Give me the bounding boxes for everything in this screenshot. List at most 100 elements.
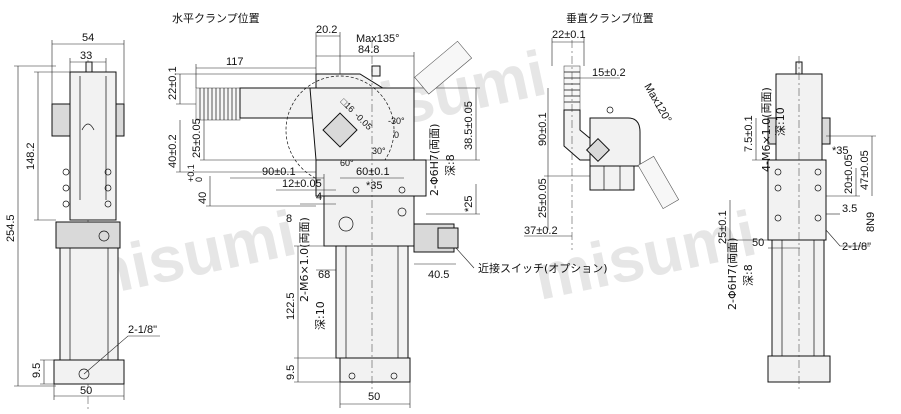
- h-dim-40-5: 40.5: [428, 269, 449, 281]
- vertical-body: [589, 165, 635, 191]
- horizontal-hole-4: [398, 186, 406, 194]
- front-upper-body: [69, 71, 117, 221]
- h-dim-40-line: [176, 120, 316, 173]
- h-tap-holes: 2-M6×1.0(両面): [298, 217, 311, 302]
- h-dim-9-5: 9.5: [285, 365, 297, 380]
- v-dim-90-line: [544, 88, 590, 177]
- horizontal-square-block: [322, 112, 358, 148]
- h-dim-9-5-line: [294, 358, 340, 383]
- front-cylinder-lines: [69, 248, 109, 360]
- front-port-leader: [83, 335, 160, 375]
- h-dim-117: 117: [226, 56, 244, 68]
- horizontal-swung-hose: [414, 40, 473, 95]
- h-dim-117-line: [195, 64, 316, 88]
- h-dim-68: 68: [318, 269, 330, 281]
- title-vertical: 垂直クランプ位置: [566, 11, 654, 25]
- h-dim-40-tol-line: [206, 176, 316, 207]
- s-tap-holes: 4-M6×1.0(両面): [760, 87, 773, 172]
- front-switch-screw: [98, 230, 110, 242]
- front-dim-9-5: 9.5: [31, 363, 43, 378]
- s-dim-25: 25±0.1: [717, 210, 729, 244]
- s-tap-depth: 深:10: [774, 107, 787, 136]
- front-dim-33: 33: [80, 50, 92, 62]
- s-dim-47: 47±0.05: [859, 150, 871, 190]
- h-dim-12: 12±0.05: [282, 178, 322, 190]
- front-hole-3: [62, 200, 70, 208]
- horizontal-swing-arc: [285, 75, 395, 185]
- h-dim-4: 4: [316, 191, 322, 203]
- side-hole-5: [814, 184, 822, 192]
- h-tap-depth: 深:10: [314, 301, 327, 330]
- h-dim-25-star-line: [426, 184, 480, 215]
- front-dim-148-line: [34, 71, 70, 221]
- h-dim-25-line: [200, 120, 316, 161]
- horizontal-cap-hole-1: [348, 372, 356, 380]
- h-switch-leader: [455, 247, 475, 269]
- s-dim-20-line: [826, 168, 860, 197]
- h-dim-20-2: 20.2: [316, 24, 337, 36]
- s-phi-depth: 深:8: [742, 264, 755, 286]
- s-dim-25-line: [726, 200, 768, 241]
- horizontal-hose-ribs: [199, 88, 237, 120]
- s-dim-47-line: [826, 135, 876, 196]
- front-dim-148-2: 148.2: [25, 142, 37, 170]
- front-dim-54: 54: [82, 32, 94, 44]
- side-hole-4: [814, 168, 822, 176]
- horizontal-hose: [195, 87, 241, 121]
- horizontal-hole-3: [352, 186, 360, 194]
- side-left-boss: [767, 117, 777, 145]
- front-right-boss: [115, 103, 125, 137]
- h-angle-30: 30°: [372, 146, 386, 156]
- h-angle-30n: -30°: [388, 116, 405, 126]
- s-dim-7-5: 7.5±0.1: [743, 115, 755, 152]
- v-dim-22: 22±0.1: [552, 29, 586, 41]
- h-dim-40-tol: 40: [197, 192, 209, 204]
- front-left-boss: [51, 103, 71, 137]
- vertical-swung-hose: [637, 155, 680, 210]
- front-dim-254-line: [14, 65, 56, 387]
- side-view: 7.5±0.1 4-M6×1.0(両面) 深:10 *35 20±0.05 47…: [717, 56, 877, 392]
- horizontal-cylinder-lines: [345, 246, 399, 358]
- side-hole-1: [774, 168, 782, 176]
- h-dim-22-line: [176, 73, 316, 105]
- front-view: 54 33 254.5 148.2 2-1/8" 9.5 50: [5, 32, 160, 410]
- front-arm-lines: [79, 76, 107, 200]
- vertical-pin: [606, 106, 614, 114]
- s-port-leader: [825, 229, 870, 247]
- h-phi-hole: 2-Φ6H7(両面): [428, 124, 441, 196]
- h-dim-25: 25±0.05: [191, 118, 203, 158]
- h-dim-40: 40±0.2: [167, 134, 179, 168]
- front-cylinder: [59, 247, 119, 361]
- side-hole-6: [814, 214, 822, 222]
- h-max-angle: Max135°: [356, 33, 400, 45]
- side-hole-2: [774, 184, 782, 192]
- v-dim-90: 90±0.1: [537, 112, 549, 146]
- vertical-view: 垂直クランプ位置 22±0.1 15±0.2 Max120° 90±0.1 25…: [524, 11, 680, 250]
- v-max-angle: Max120°: [641, 82, 673, 126]
- front-hole-5: [104, 184, 112, 192]
- title-horizontal: 水平クランプ位置: [172, 11, 260, 25]
- h-angle-60: 60°: [340, 158, 354, 168]
- h-dim-122-5-line: [294, 245, 340, 359]
- front-dim-50-line: [53, 384, 125, 400]
- vertical-square: [585, 137, 611, 163]
- front-dim-9-5-line: [40, 359, 54, 385]
- side-mid-body: [767, 159, 827, 241]
- horizontal-bottom-cap: [339, 357, 411, 383]
- h-dim-90: 90±0.1: [262, 166, 296, 178]
- front-port-circle: [78, 368, 90, 380]
- horizontal-pivot-hole: [338, 216, 354, 232]
- horizontal-cap-hole-2: [390, 372, 398, 380]
- horizontal-square: [322, 112, 358, 148]
- front-arm-arc: [81, 123, 95, 131]
- side-right-boss: [821, 117, 831, 145]
- h-dim-8: 8: [286, 213, 292, 225]
- vertical-square-block: [585, 137, 611, 163]
- s-phi-hole: 2-Φ6H7(両面): [726, 238, 739, 310]
- horizontal-switch-end: [437, 227, 459, 249]
- s-dim-7-5-line: [752, 118, 768, 161]
- front-port-label: 2-1/8": [128, 324, 157, 336]
- h-switch-label: 近接スイッチ(オプション): [478, 262, 608, 275]
- h-dim-25-star: *25: [463, 195, 475, 212]
- s-port-label: 2-1/8": [842, 241, 871, 253]
